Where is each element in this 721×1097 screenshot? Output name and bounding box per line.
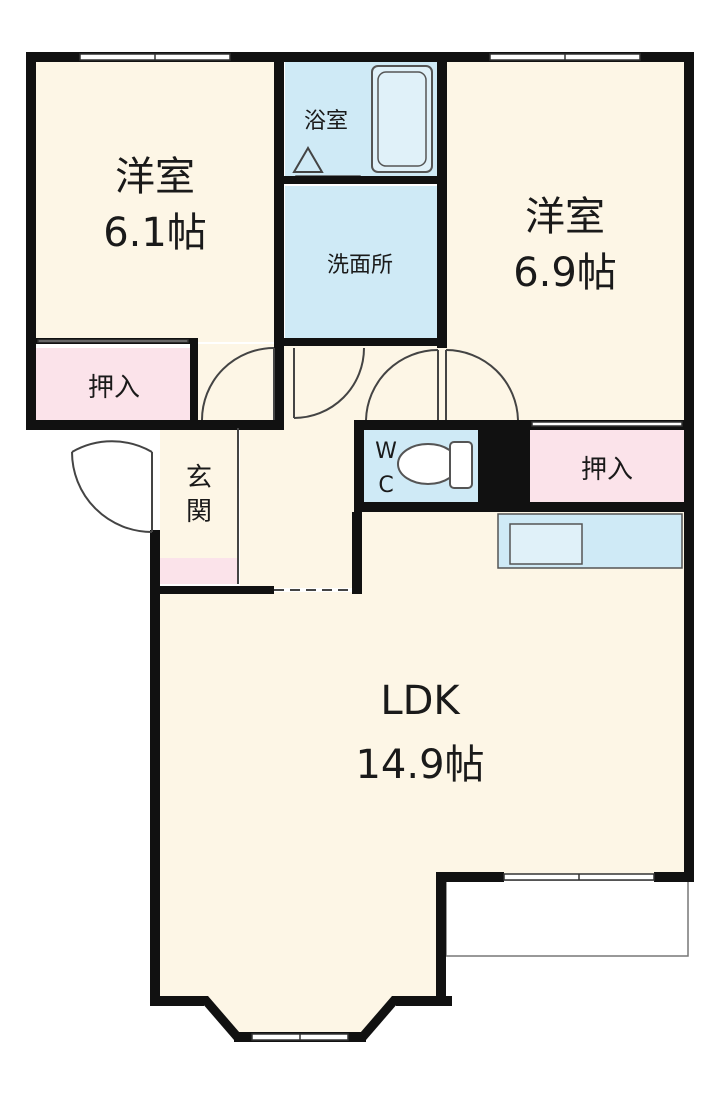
closet-east-floor bbox=[530, 430, 684, 502]
balcony-floor bbox=[445, 879, 689, 957]
east-bedroom-floor bbox=[446, 60, 684, 425]
wc-label-c: C bbox=[378, 473, 393, 498]
east-bedroom-name: 洋室 bbox=[525, 194, 605, 240]
west-bedroom-name: 洋室 bbox=[115, 154, 195, 200]
drain-marker-icon bbox=[292, 146, 324, 173]
bathtub-icon bbox=[371, 65, 433, 173]
windows bbox=[37, 53, 683, 1041]
entrance-mat bbox=[160, 558, 238, 584]
entrance-label-1: 玄 bbox=[186, 463, 212, 493]
west-bedroom-floor bbox=[36, 60, 274, 342]
closet-west-label: 押入 bbox=[88, 373, 140, 403]
east-bedroom-size: 6.9帖 bbox=[513, 250, 617, 296]
entrance-floor bbox=[160, 428, 238, 558]
washroom-label: 洗面所 bbox=[327, 253, 393, 278]
kitchen-sink-icon bbox=[509, 523, 583, 565]
wc-label-w: W bbox=[375, 439, 397, 464]
doors bbox=[71, 347, 519, 584]
ldk-name: LDK bbox=[380, 678, 461, 724]
entrance-label-2: 関 bbox=[186, 497, 212, 527]
closet-west-floor bbox=[36, 348, 192, 420]
closet-east-label: 押入 bbox=[581, 455, 633, 485]
ldk-size: 14.9帖 bbox=[355, 742, 484, 788]
ldk-floor bbox=[160, 510, 684, 1036]
bath-label: 浴室 bbox=[304, 109, 348, 134]
bath-floor bbox=[285, 60, 437, 178]
kitchen-counter bbox=[497, 513, 683, 569]
west-bedroom-size: 6.1帖 bbox=[103, 210, 207, 256]
washroom-floor bbox=[285, 186, 437, 338]
